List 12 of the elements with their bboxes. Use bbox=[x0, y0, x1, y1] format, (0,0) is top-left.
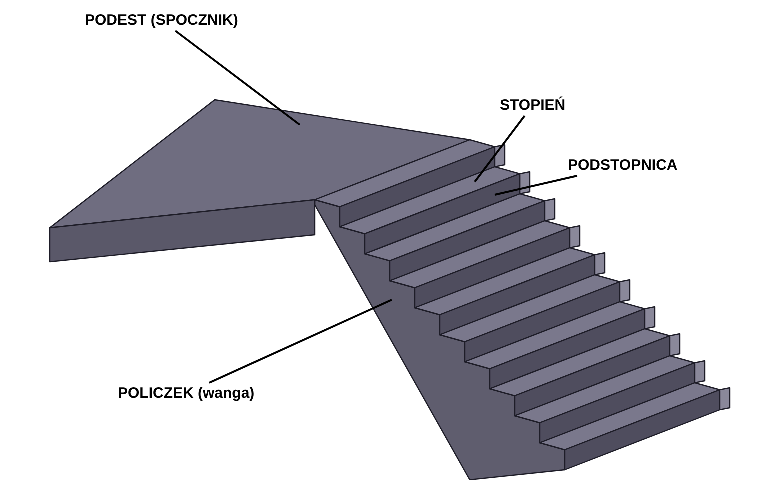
part-label: STOPIEŃ bbox=[500, 97, 566, 114]
leader-line bbox=[474, 115, 526, 183]
stair-tread bbox=[339, 166, 521, 235]
part-label: PODSTOPNICA bbox=[568, 157, 678, 174]
part-label: POLICZEK (wanga) bbox=[118, 385, 255, 402]
landing-slab bbox=[49, 99, 471, 263]
stair-stringer bbox=[314, 199, 566, 480]
stair-riser bbox=[364, 173, 521, 255]
leader-line bbox=[209, 299, 392, 384]
leader-line bbox=[494, 175, 578, 196]
part-label: PODEST (SPOCZNIK) bbox=[85, 12, 238, 29]
leader-line bbox=[174, 30, 301, 126]
